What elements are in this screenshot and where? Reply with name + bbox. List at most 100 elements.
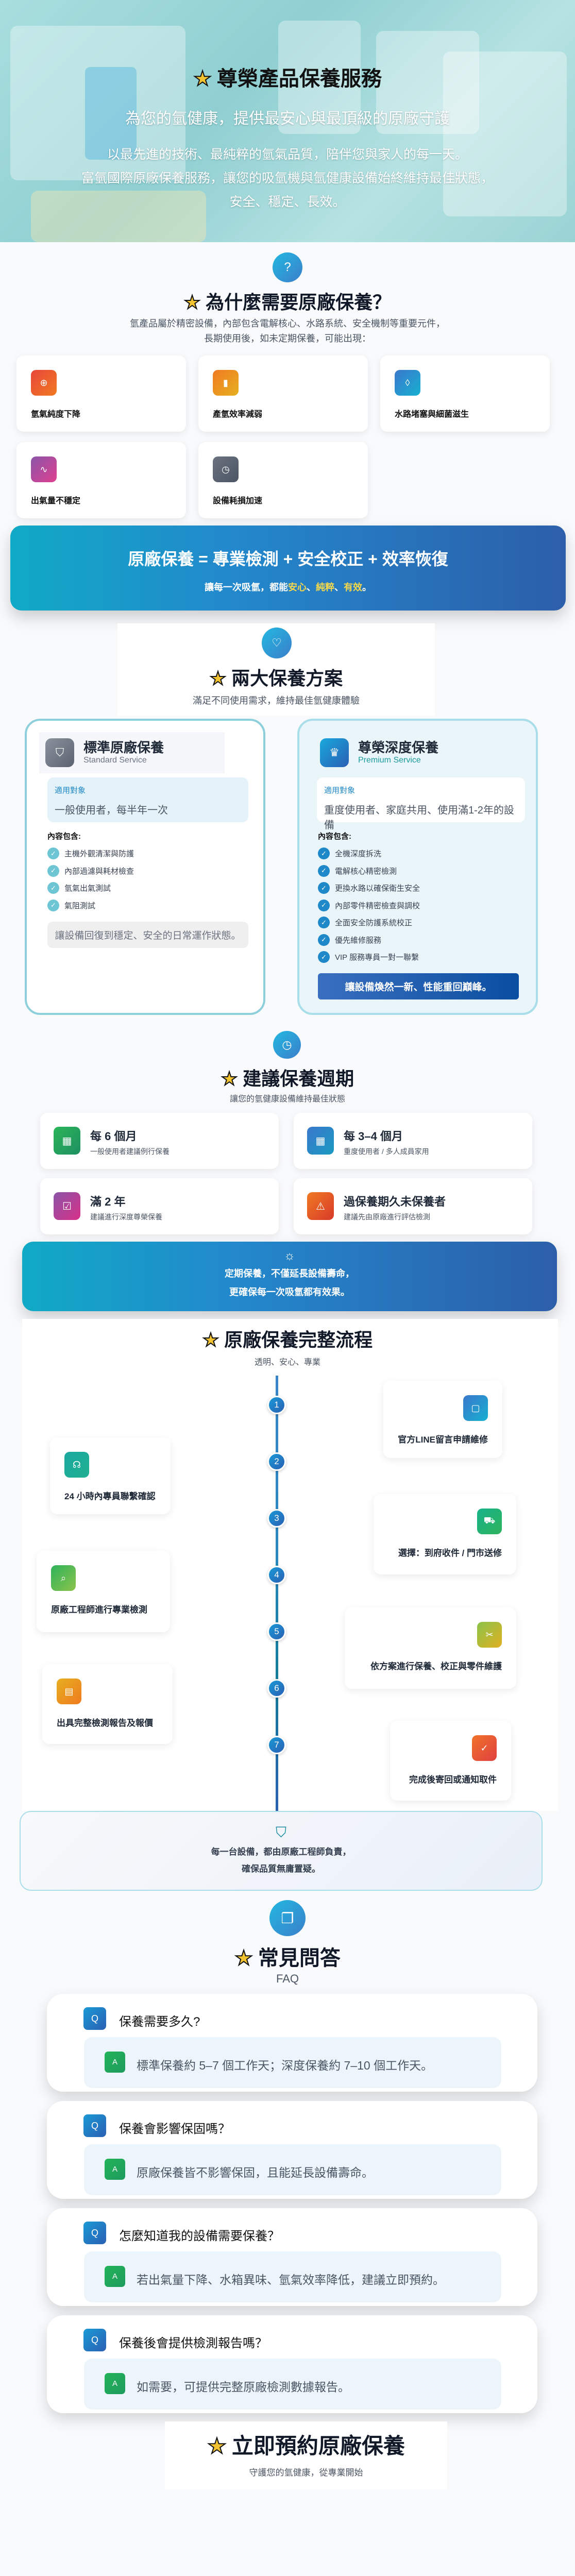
premium-plan-card: ♛ 尊榮深度保養 Premium Service 適用對象重度使用者、家庭共用、… (297, 719, 538, 1015)
search-icon: ⌕ (51, 1565, 76, 1591)
issue-label: 水路堵塞與細菌滋生 (395, 410, 469, 419)
schedule-card-desc: 一般使用者建議例行保養 (90, 1147, 170, 1156)
plans-header-section: ♡ ★兩大保養方案 滿足不同使用需求，維持最佳氫健康體驗 (0, 623, 575, 719)
plan-target-box: 適用對象重度使用者、家庭共用、使用滿1-2年的設備 (317, 777, 525, 831)
hero-banner: ★尊榮產品保養服務 為您的氫健康，提供最安心與最頂級的原廠守護 以最先進的技術、… (0, 0, 575, 242)
formula-tagline: 讓每一次吸氫，都能安心、純粹、有效。 (10, 580, 566, 594)
arrow-down-circle-icon: ⊕ (31, 370, 57, 396)
cta-title-text: 立即預約原廠保養 (231, 2434, 405, 2458)
headset-icon: ☊ (64, 1452, 89, 1478)
schedule-title-text: 建議保養週期 (243, 1068, 354, 1089)
issue-card: ◊水路堵塞與細菌滋生 (380, 355, 550, 432)
issue-card: ◷設備耗損加速 (198, 442, 368, 518)
schedule-tip-banner: ☼ 定期保養，不僅延長設備壽命， 更確保每一次吸氫都有效果。 (22, 1242, 557, 1311)
check-icon: ✓ (318, 848, 330, 860)
step-number: 1 (267, 1396, 286, 1414)
process-subtitle: 透明、安心、專業 (254, 1358, 320, 1367)
lightbulb-icon: ☼ (284, 1249, 295, 1263)
process-step-card: ⛟選擇：到府收件 / 門市送修 (374, 1494, 516, 1574)
a-badge: A (105, 2266, 125, 2287)
faq-answer: 原廠保養皆不影響保固，且能延長設備壽命。 (137, 2166, 374, 2179)
check-icon: ✓ (47, 882, 59, 894)
hero-subtitle: 為您的氫健康，提供最安心與最頂級的原廠守護 (125, 110, 450, 127)
a-badge: A (105, 2159, 125, 2180)
shield-check-icon: ⛉ (45, 738, 74, 767)
clock-icon: ◷ (273, 1031, 301, 1059)
q-badge: Q (83, 2222, 106, 2244)
process-step-card: ✓完成後寄回或通知取件 (390, 1721, 511, 1801)
feature-text: 全面安全防護系統校正 (335, 919, 413, 928)
feature-text: 優先維修服務 (335, 936, 382, 945)
issue-label: 設備耗損加速 (213, 497, 263, 505)
target-label: 適用對象 (324, 786, 356, 795)
formula-title: 原廠保養 = 專業檢測 + 安全校正 + 效率恢復 (128, 550, 448, 568)
process-step-card: ▤ 出具完整檢測報告及報價 (42, 1664, 173, 1744)
plan-english-name: Premium Service (358, 756, 421, 765)
plan-english-name: Standard Service (83, 756, 147, 765)
faq-title-text: 常見問答 (258, 1947, 341, 1970)
star-icon: ★ (234, 1946, 253, 1970)
faq-question: 保養後會提供檢測報告嗎？ (119, 2336, 267, 2350)
faq-item[interactable]: Q 保養會影響保固嗎？ A 原廠保養皆不影響保固，且能延長設備壽命。 (47, 2101, 537, 2199)
process-step-card: ▢官方LINE留言申請維修 (383, 1381, 502, 1458)
feature-item: ✓主機外觀清潔與防護 (47, 845, 134, 862)
cta-subtitle: 守護您的氫健康，從專業開始 (249, 2468, 363, 2478)
why-title-text: 為什麼需要原廠保養？ (206, 292, 392, 313)
step-label: 依方案進行保養、校正與零件維護 (370, 1662, 502, 1671)
schedule-card-desc: 重度使用者 / 多人成員家用 (344, 1147, 429, 1156)
schedule-card-title: 過保養期久未保養者 (344, 1195, 446, 1208)
q-badge: Q (83, 2329, 106, 2351)
includes-label: 內容包含: (47, 832, 81, 841)
tip-line: 定期保養，不僅延長設備壽命， (225, 1268, 354, 1279)
check-icon: ✓ (318, 882, 330, 894)
star-icon: ★ (209, 667, 227, 689)
issue-card: ▮產氫效率減弱 (198, 355, 368, 432)
feature-item: ✓ 內部零件精密檢查與調校 (318, 897, 420, 914)
calendar-check-icon: ☑ (54, 1192, 80, 1220)
step-number: 3 (267, 1509, 286, 1528)
issue-label: 氫氣純度下降 (31, 410, 81, 419)
plan-footer-note: 讓設備回復到穩定、安全的日常運作狀態。 (47, 922, 248, 948)
feature-item: ✓氫氣出氣測試 (47, 879, 134, 897)
target-label: 適用對象 (55, 786, 86, 795)
chat-icon: ▢ (463, 1395, 488, 1421)
feature-text: 內部過濾與耗材檢查 (64, 867, 134, 876)
feature-text: 內部零件精密檢查與調校 (335, 901, 420, 910)
hero-paragraph-line: 以最先進的技術、最純粹的氫氣品質，陪伴您與家人的每一天。 (107, 147, 468, 162)
q-badge: Q (83, 2114, 106, 2137)
issue-label: 出氣量不穩定 (31, 497, 81, 505)
alarm-icon: ⚠ (307, 1192, 334, 1220)
feature-item: ✓ 優先維修服務 (318, 931, 420, 949)
plans-section: ⛉ 標準原廠保養 Standard Service 適用對象一般使用者，每半年一… (0, 719, 575, 1028)
tools-icon: ✂ (477, 1622, 502, 1648)
a-badge: A (105, 2052, 125, 2073)
premium-cta-button[interactable]: 讓設備煥然一新、性能重回巔峰。 (318, 973, 519, 999)
check-icon: ✓ (318, 934, 330, 946)
step-label: 出具完整檢測報告及報價 (57, 1718, 153, 1728)
check-icon: ✓ (47, 899, 59, 911)
feature-text: 主機外觀清潔與防護 (64, 850, 134, 859)
faq-question: 保養會影響保固嗎？ (119, 2122, 230, 2136)
issue-card: ⊕ 氫氣純度下降 (16, 355, 186, 432)
hero-title-text: 尊榮產品保養服務 (216, 67, 382, 90)
document-icon: ▤ (57, 1679, 81, 1704)
schedule-card-title: 滿 2 年 (90, 1195, 126, 1208)
process-title: ★原廠保養完整流程 (0, 1325, 575, 1352)
faq-answer-box: A 原廠保養皆不影響保固，且能延長設備壽命。 (84, 2144, 501, 2195)
schedule-card: ⚠過保養期久未保養者建議先由原廠進行評估檢測 (294, 1178, 532, 1234)
check-icon: ✓ (318, 899, 330, 911)
schedule-subtitle: 讓您的氫健康設備維持最佳狀態 (229, 1095, 345, 1104)
chat-bubbles-icon: ❐ (269, 1900, 306, 1936)
schedule-card: ▦每 3–4 個月重度使用者 / 多人成員家用 (294, 1113, 532, 1169)
plans-title-text: 兩大保養方案 (231, 668, 343, 689)
star-icon: ★ (207, 2433, 227, 2459)
process-step-card: ☊24 小時內專員聯繫確認 (50, 1437, 171, 1514)
feature-item: ✓全機深度拆洗 (318, 845, 420, 862)
schedule-card-title: 每 3–4 個月 (344, 1130, 403, 1143)
plan-name: 標準原廠保養 (83, 740, 164, 755)
why-section: ? ★為什麼需要原廠保養？ 氫產品屬於精密設備，內部包含電解核心、水路系統、安全… (0, 242, 575, 523)
